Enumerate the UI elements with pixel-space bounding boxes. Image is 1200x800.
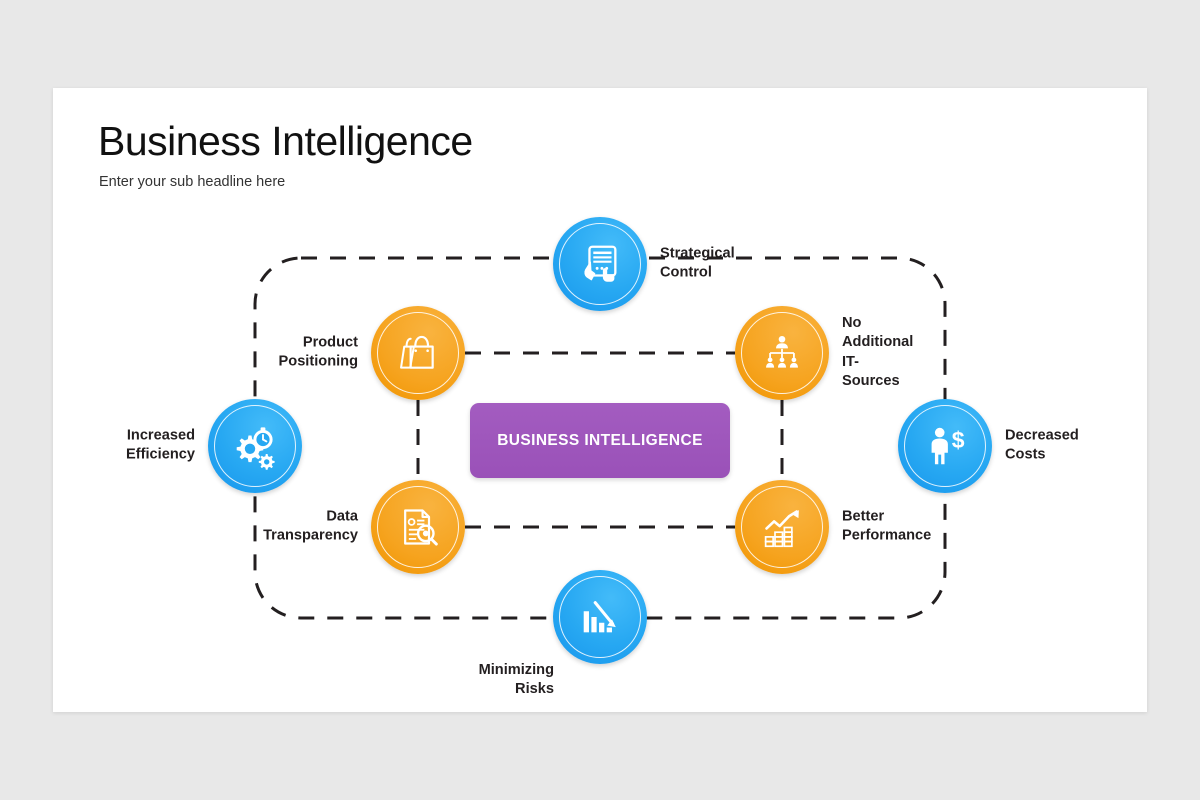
- tablet-document-icon: [584, 245, 617, 282]
- data-transparency-circle[interactable]: [371, 480, 465, 574]
- strategical-control-label: Strategical Control: [660, 245, 735, 281]
- minimizing-risks-label: Minimizing Risks: [478, 662, 554, 698]
- declining-bar-chart-icon: [583, 601, 616, 633]
- svg-text:$: $: [952, 427, 965, 453]
- diagram-stage: BUSINESS INTELLIGENCE Strategical Contro…: [53, 88, 1147, 712]
- better-performance-label: Better Performance: [842, 508, 932, 544]
- decreased-costs-circle[interactable]: $: [898, 399, 992, 493]
- product-positioning-label: Product Positioning: [278, 334, 358, 370]
- better-performance-circle[interactable]: [735, 480, 829, 574]
- page-subtitle: Enter your sub headline here: [99, 174, 286, 190]
- document-search-icon: [404, 509, 438, 546]
- strategical-control-circle[interactable]: [553, 217, 647, 311]
- no-additional-it-sources-circle[interactable]: [735, 306, 829, 400]
- growth-chart-coins-icon: [764, 509, 799, 547]
- center-label-text: BUSINESS INTELLIGENCE: [497, 431, 703, 449]
- product-positioning-circle[interactable]: [371, 306, 465, 400]
- no-additional-it-sources-label: No Additional IT-Sources: [842, 315, 914, 390]
- slide-card: Business Intelligence Enter your sub hea…: [53, 88, 1147, 712]
- minimizing-risks-circle[interactable]: [553, 570, 647, 664]
- shopping-bag-icon: [400, 335, 434, 369]
- page-title: Business Intelligence: [98, 118, 473, 164]
- increased-efficiency-label: Increased Efficiency: [126, 427, 195, 463]
- center-label-box[interactable]: BUSINESS INTELLIGENCE: [470, 403, 730, 478]
- increased-efficiency-circle[interactable]: [208, 399, 302, 493]
- gear-stopwatch-icon: [236, 427, 275, 470]
- person-dollar-icon: $: [931, 427, 965, 465]
- org-chart-icon: [766, 335, 798, 368]
- decreased-costs-label: Decreased Costs: [1005, 427, 1079, 463]
- data-transparency-label: Data Transparency: [263, 508, 358, 544]
